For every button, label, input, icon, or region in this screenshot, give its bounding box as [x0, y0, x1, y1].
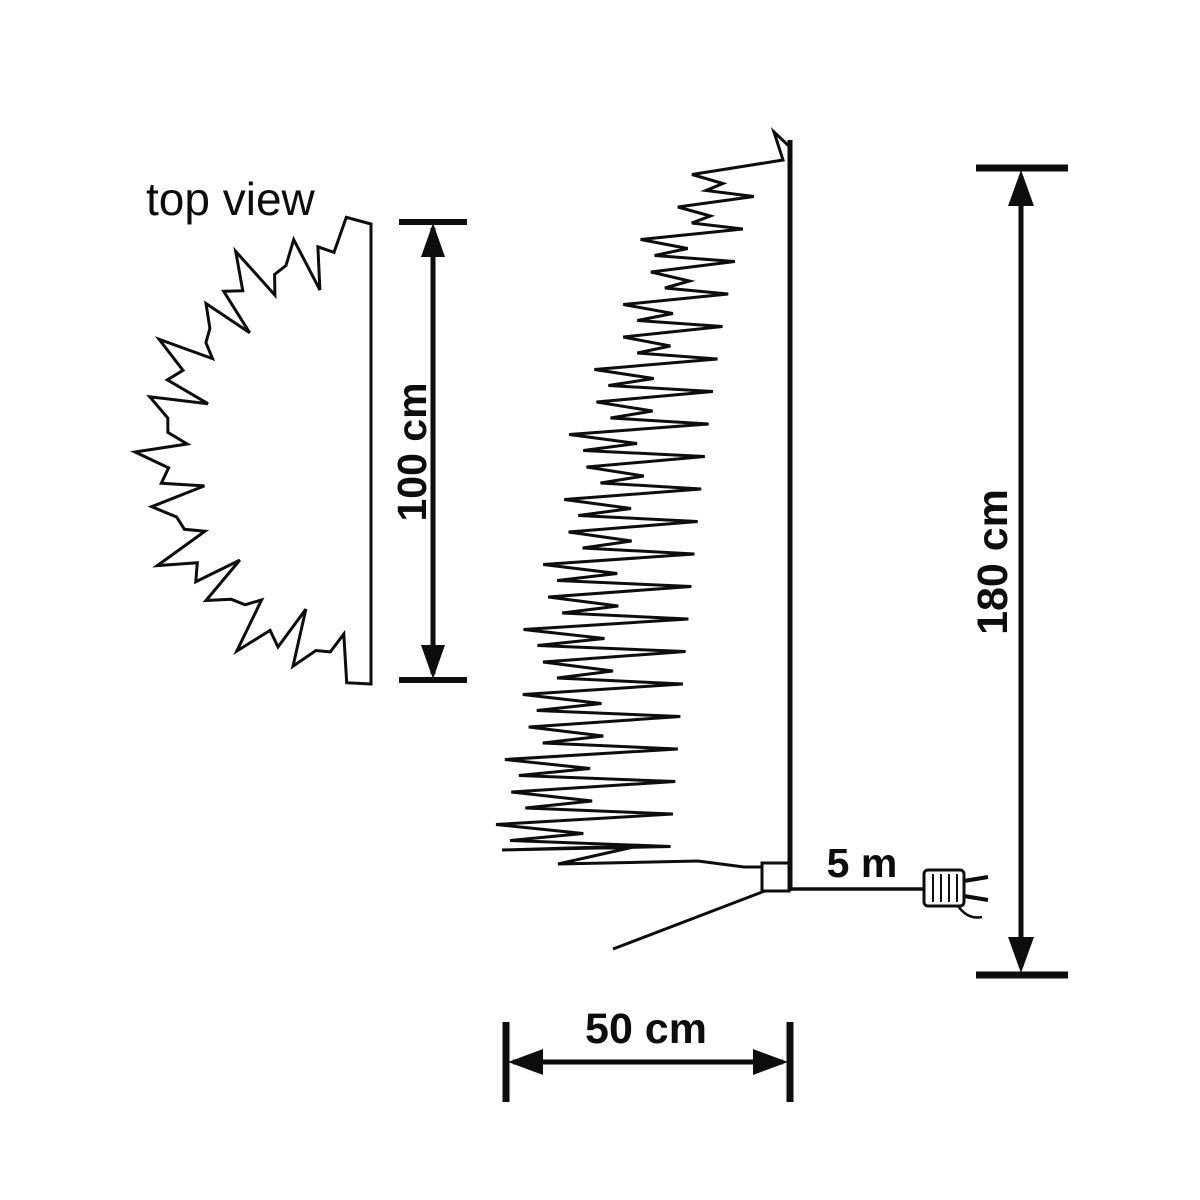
cable-length-label: 5 m	[827, 840, 898, 886]
dim-50cm-arrowhead-left-icon	[508, 1049, 543, 1075]
dim-50cm-label: 50 cm	[585, 1005, 707, 1053]
dim-50cm-arrowhead-right-icon	[753, 1049, 788, 1075]
power-adapter-prong-bottom	[963, 894, 989, 902]
power-adapter-prong-top	[963, 875, 989, 883]
dim-100cm-label: 100 cm	[389, 382, 435, 521]
tree-base-bracket	[760, 861, 791, 893]
dimension-100cm: 100 cm	[389, 219, 467, 683]
top-view-label: top view	[146, 173, 316, 225]
dim-100cm-arrowhead-down-icon	[421, 645, 445, 679]
power-cable-group: 5 m	[789, 840, 989, 919]
dimension-50cm: 50 cm	[502, 1005, 794, 1102]
power-adapter-tail-line	[956, 905, 983, 919]
dim-100cm-arrowhead-up-icon	[421, 223, 445, 257]
tree-base-leg-line	[612, 887, 771, 951]
top-view-group: top view 100 cm	[129, 173, 467, 686]
tree-side-outline	[495, 126, 792, 869]
dim-180cm-arrowhead-up-icon	[1008, 170, 1034, 206]
dimension-180cm: 180 cm	[969, 164, 1068, 979]
dim-180cm-label: 180 cm	[969, 489, 1017, 635]
side-view-group: 5 m 180 cm	[495, 126, 1068, 1102]
dim-180cm-arrowhead-down-icon	[1008, 937, 1034, 973]
power-adapter-icon	[922, 868, 989, 919]
tree-top-view-outline	[129, 215, 373, 686]
